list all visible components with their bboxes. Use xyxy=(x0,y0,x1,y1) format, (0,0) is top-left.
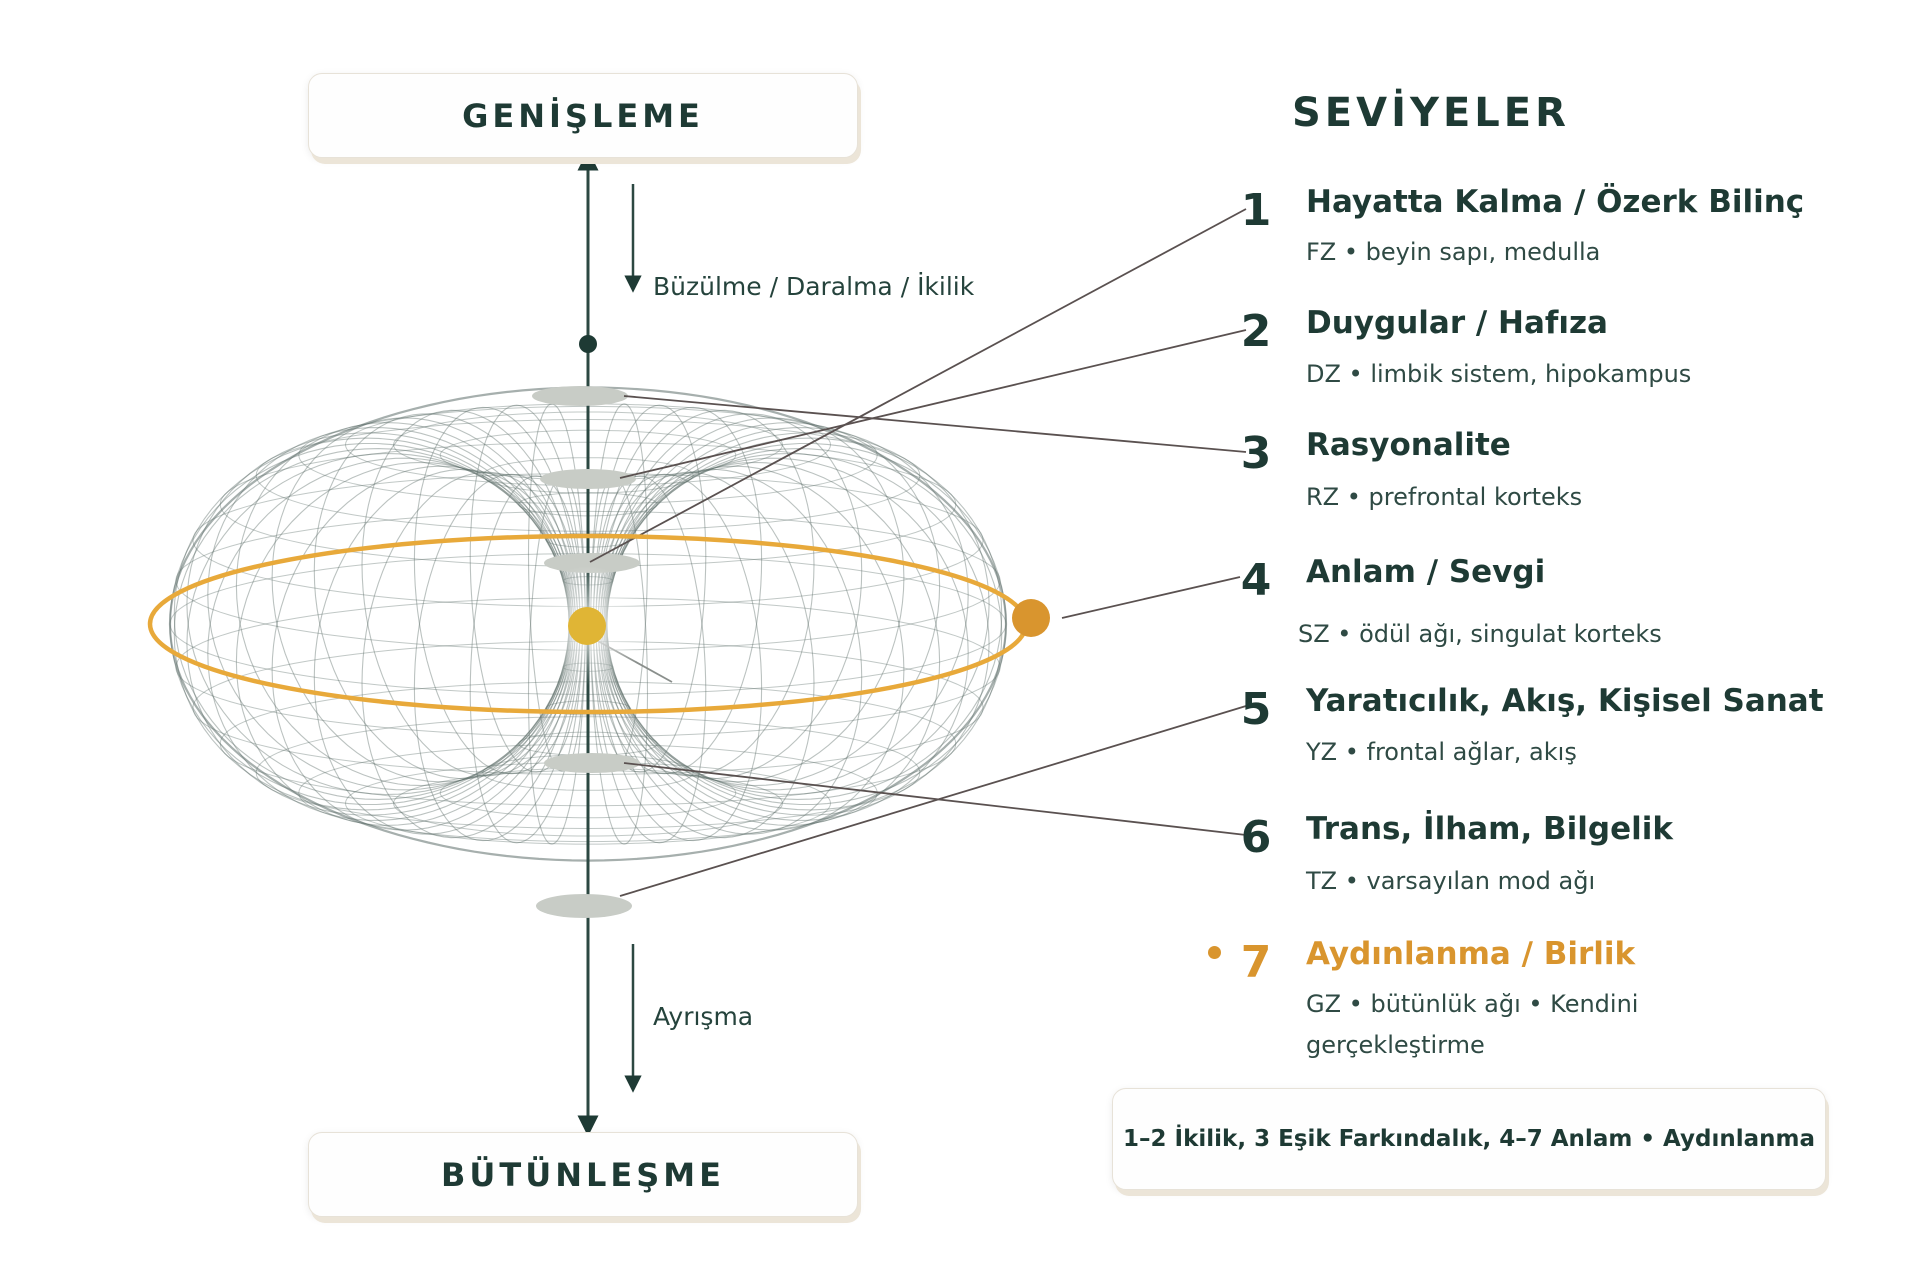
mesh-line xyxy=(168,386,1008,862)
mesh-line xyxy=(482,754,694,791)
axis-top-node xyxy=(579,335,597,353)
level-disc-3 xyxy=(532,386,628,406)
level-number: 2 xyxy=(1240,306,1272,357)
level-number: 6 xyxy=(1240,812,1272,863)
mesh-line xyxy=(175,597,1001,738)
separation-label: Ayrışma xyxy=(653,1002,754,1031)
level-disc-1 xyxy=(544,553,640,573)
mesh-line xyxy=(192,472,984,608)
leader-line-5 xyxy=(619,705,1247,897)
level-number: 4 xyxy=(1240,555,1272,606)
level-number: 3 xyxy=(1240,428,1272,479)
mesh-line xyxy=(255,716,921,830)
contraction-label: Büzülme / Daralma / İkilik xyxy=(653,272,975,301)
levels-heading: SEVİYELER xyxy=(1292,90,1570,136)
mesh-line xyxy=(482,457,694,494)
highlight-dot xyxy=(1208,946,1221,959)
mesh-line xyxy=(344,403,831,487)
level-disc-5 xyxy=(536,894,632,918)
level-subtitle: DZ • limbik sistem, hipokampus xyxy=(1306,360,1692,388)
leader-line-2 xyxy=(619,329,1247,479)
leader-lines xyxy=(589,208,1247,897)
level-number: 7 xyxy=(1240,937,1272,988)
mesh-line xyxy=(439,429,737,481)
level-title: Anlam / Sevgi xyxy=(1306,554,1546,590)
level-title: Aydınlanma / Birlik xyxy=(1306,936,1636,972)
mesh-line xyxy=(298,405,878,505)
center-dot xyxy=(568,607,606,645)
mesh-line xyxy=(255,418,921,532)
mesh-line xyxy=(219,681,957,807)
level-subtitle: GZ • bütünlük ağı • Kendini gerçekleştir… xyxy=(1306,990,1639,1059)
level-subtitle: TZ • varsayılan mod ağı xyxy=(1306,867,1596,895)
level-title: Rasyonalite xyxy=(1306,427,1511,463)
level-number: 5 xyxy=(1240,684,1272,735)
mesh-line xyxy=(344,761,831,845)
mesh-line xyxy=(392,411,783,479)
expansion-label: GENİŞLEME xyxy=(462,96,704,135)
integration-label: BÜTÜNLEŞME xyxy=(441,1155,725,1194)
level-title: Yaratıcılık, Akış, Kişisel Sanat xyxy=(1306,683,1824,719)
level-subtitle: YZ • frontal ağlar, akış xyxy=(1306,738,1577,766)
level-title: Hayatta Kalma / Özerk Bilinç xyxy=(1306,184,1805,220)
leader-line-1 xyxy=(589,208,1247,563)
level-number: 1 xyxy=(1240,185,1272,236)
leader-line-6 xyxy=(623,762,1247,836)
mesh-line xyxy=(392,769,783,837)
level-disc-6 xyxy=(544,753,640,773)
level-subtitle: FZ • beyin sapı, medulla xyxy=(1306,238,1601,266)
mesh-line xyxy=(298,743,878,843)
leader-line-4 xyxy=(1061,576,1241,619)
mesh-line xyxy=(518,731,658,756)
ring-marker-dot xyxy=(1012,599,1050,637)
mesh-line xyxy=(518,492,658,517)
level-subtitle: RZ • prefrontal korteks xyxy=(1306,483,1583,511)
mesh-line xyxy=(175,510,1001,651)
level-title: Duygular / Hafıza xyxy=(1306,305,1608,341)
level-disc-2 xyxy=(540,469,636,489)
level-title: Trans, İlham, Bilgelik xyxy=(1306,811,1674,847)
integration-label-box: BÜTÜNLEŞME xyxy=(308,1132,858,1217)
leader-line-3 xyxy=(623,395,1247,453)
mesh-line xyxy=(192,640,984,776)
summary-note: 1–2 İkilik, 3 Eşik Farkındalık, 4–7 Anla… xyxy=(1112,1088,1826,1190)
mesh-line xyxy=(439,767,737,819)
expansion-label-box: GENİŞLEME xyxy=(308,73,858,158)
level-subtitle: SZ • ödül ağı, singulat korteks xyxy=(1298,620,1662,648)
summary-note-text: 1–2 İkilik, 3 Eşik Farkındalık, 4–7 Anla… xyxy=(1123,1126,1815,1152)
mesh-line xyxy=(219,441,957,567)
